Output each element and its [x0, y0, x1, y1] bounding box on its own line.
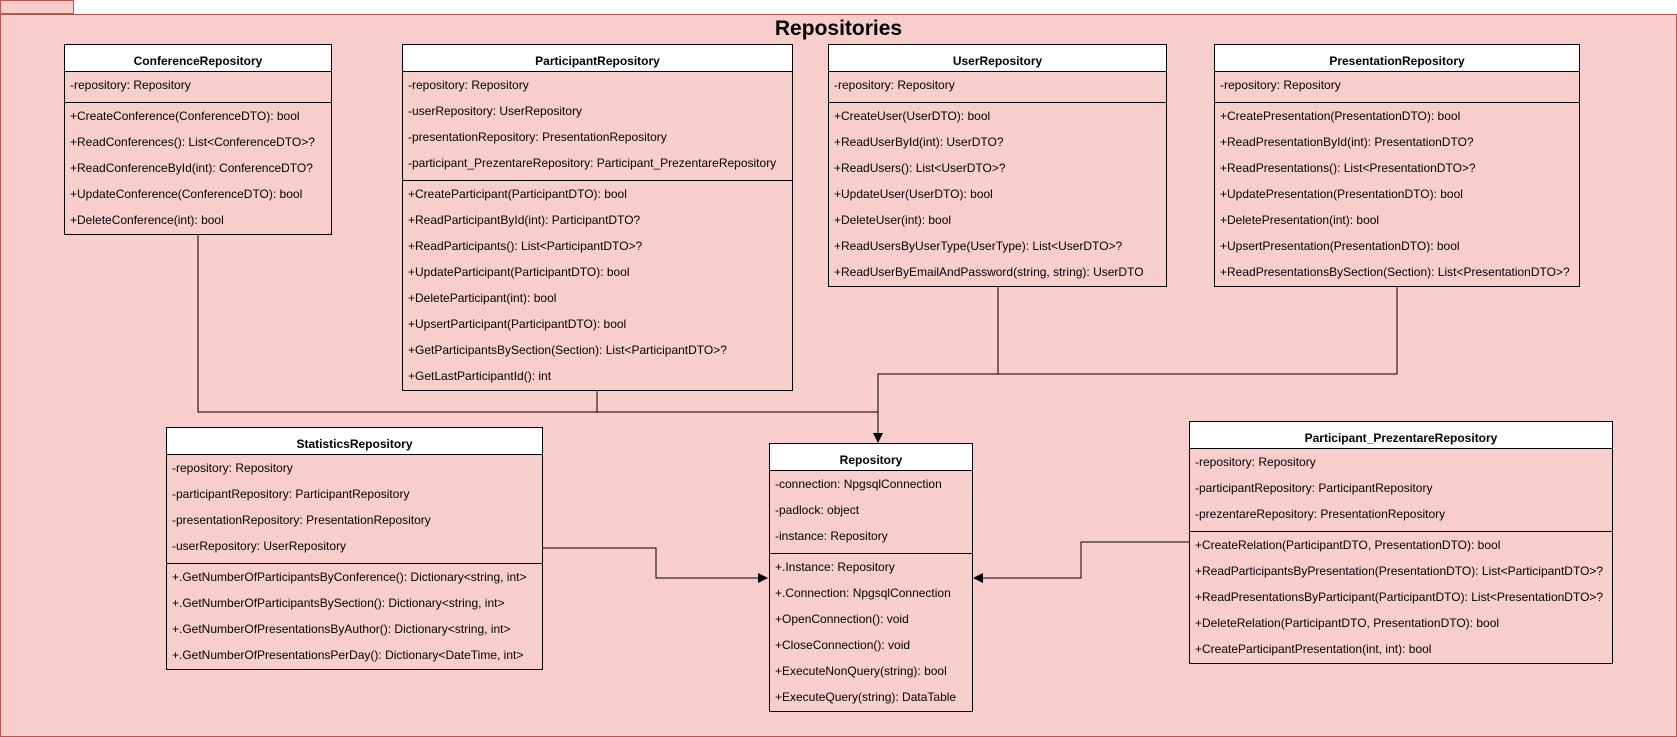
- class-repository[interactable]: Repository-connection: NpgsqlConnection-…: [769, 443, 973, 712]
- presentation-to-repository-line: [998, 286, 1398, 375]
- method-row: +DeleteUser(int): bool: [834, 213, 952, 227]
- method-row: +CloseConnection(): void: [775, 638, 911, 652]
- class-participant-prezentare-repository[interactable]: Participant_PrezentareRepository-reposit…: [1189, 421, 1613, 664]
- class-name: ConferenceRepository: [65, 45, 331, 72]
- method-row: +ReadPresentationsBySection(Section): Li…: [1220, 265, 1570, 279]
- method-row: +ReadParticipantById(int): ParticipantDT…: [408, 213, 641, 227]
- method-row: +GetParticipantsBySection(Section): List…: [408, 343, 727, 357]
- method-row: +ReadConferences(): List<ConferenceDTO>?: [70, 135, 315, 149]
- method-row: +ReadPresentationById(int): Presentation…: [1220, 135, 1474, 149]
- class-presentation-repository[interactable]: PresentationRepository -repository: Repos…: [1214, 44, 1580, 287]
- method-row: +.GetNumberOfPresentationsByAuthor(): Di…: [172, 622, 511, 636]
- method-row: +ReadUsers(): List<UserDTO>?: [834, 161, 1006, 175]
- method-row: +ExecuteQuery(string): DataTable: [775, 690, 957, 704]
- method-row: +ReadPresentationsByParticipant(Particip…: [1195, 590, 1604, 604]
- method-row: +CreateConference(ConferenceDTO): bool: [70, 109, 300, 123]
- method-row: +DeleteParticipant(int): bool: [408, 291, 557, 305]
- statistics-to-repository-line: [542, 547, 768, 583]
- attribute-row: -repository: Repository: [834, 78, 955, 92]
- methods-section: +.Instance: Repository +.Connection: Npgs…: [770, 554, 972, 711]
- attribute-row: -repository: Repository: [1220, 78, 1341, 92]
- class-name: UserRepository: [829, 45, 1166, 72]
- user-to-repository-line: [877, 286, 999, 412]
- attribute-row: -presentationRepository: PresentationRep…: [408, 130, 667, 144]
- methods-section: +CreateConference(ConferenceDTO): bool +R…: [65, 103, 331, 234]
- attribute-row: -userRepository: UserRepository: [408, 104, 583, 118]
- attributes-section: -repository: Repository: [829, 72, 1166, 103]
- attribute-row: -participant_PrezentareRepository: Parti…: [408, 156, 777, 170]
- method-row: +UpsertPresentation(PresentationDTO): bo…: [1220, 239, 1460, 253]
- method-row: +UpdateConference(ConferenceDTO): bool: [70, 187, 303, 201]
- method-row: +.GetNumberOfParticipantsBySection(): Di…: [172, 596, 505, 610]
- attribute-row: -repository: Repository: [70, 78, 191, 92]
- method-row: +DeletePresentation(int): bool: [1220, 213, 1380, 227]
- participant-prezentare-to-repository-line: [973, 541, 1189, 583]
- attribute-row: -userRepository: UserRepository: [172, 539, 347, 553]
- method-row: +.GetNumberOfParticipantsByConference():…: [172, 570, 527, 584]
- class-name: StatisticsRepository: [167, 428, 542, 455]
- method-row: +UpsertParticipant(ParticipantDTO): bool: [408, 317, 627, 331]
- attributes-section: -repository: Repository: [65, 72, 331, 103]
- attribute-row: -presentationRepository: PresentationRep…: [172, 513, 431, 527]
- attributes-section: -repository: Repository -participantRepos…: [167, 455, 542, 564]
- attribute-row: -prezentareRepository: PresentationRepos…: [1195, 507, 1446, 521]
- method-row: +ReadPresentations(): List<PresentationD…: [1220, 161, 1476, 175]
- class-participant-repository[interactable]: ParticipantRepository-repository: Reposi…: [402, 44, 793, 391]
- method-row: +CreateParticipantPresentation(int, int)…: [1195, 642, 1432, 656]
- method-row: +ReadParticipants(): List<ParticipantDTO…: [408, 239, 643, 253]
- method-row: +ExecuteNonQuery(string): bool: [775, 664, 947, 678]
- method-row: +UpdatePresentation(PresentationDTO): bo…: [1220, 187, 1463, 201]
- method-row: +CreateRelation(ParticipantDTO, Presenta…: [1195, 538, 1501, 552]
- method-row: +CreateUser(UserDTO): bool: [834, 109, 991, 123]
- methods-section: +.GetNumberOfParticipantsByConference():…: [167, 564, 542, 669]
- method-row: +GetLastParticipantId(): int: [408, 369, 552, 383]
- attributes-section: -repository: Repository: [1215, 72, 1579, 103]
- methods-section: +CreatePresentation(PresentationDTO): bo…: [1215, 103, 1579, 286]
- method-row: +UpdateUser(UserDTO): bool: [834, 187, 993, 201]
- method-row: +ReadUserByEmailAndPassword(string, stri…: [834, 265, 1144, 279]
- method-row: +UpdateParticipant(ParticipantDTO): bool: [408, 265, 630, 279]
- attribute-row: -repository: Repository: [172, 461, 293, 475]
- package-tab: [0, 0, 74, 14]
- method-row: +ReadParticipantsByPresentation(Presenta…: [1195, 564, 1604, 578]
- package-title: Repositories: [774, 17, 903, 40]
- attribute-row: -connection: NpgsqlConnection: [775, 477, 942, 491]
- method-row: +.GetNumberOfPresentationsPerDay(): Dict…: [172, 648, 524, 662]
- class-user-repository[interactable]: UserRepository -repository: Repository +Cr…: [828, 44, 1167, 287]
- methods-section: +CreateParticipant(ParticipantDTO): bool…: [403, 181, 792, 390]
- attribute-row: -repository: Repository: [1195, 455, 1316, 469]
- conference-to-repository-line: [197, 235, 883, 443]
- attribute-row: -participantRepository: ParticipantRepos…: [1195, 481, 1433, 495]
- attributes-section: -repository: Repository -participantRepos…: [1190, 449, 1612, 532]
- attributes-section: -repository: Repository -userRepository: …: [403, 72, 792, 181]
- method-row: +CreatePresentation(PresentationDTO): bo…: [1220, 109, 1461, 123]
- method-row: +.Connection: NpgsqlConnection: [775, 586, 951, 600]
- method-row: +ReadConferenceById(int): ConferenceDTO?: [70, 161, 313, 175]
- class-name: Participant_PrezentareRepository: [1190, 422, 1612, 449]
- method-row: +ReadUsersByUserType(UserType): List<Use…: [834, 239, 1123, 253]
- class-name: PresentationRepository: [1215, 45, 1579, 72]
- methods-section: +CreateRelation(ParticipantDTO, Presenta…: [1190, 532, 1612, 663]
- attribute-row: -participantRepository: ParticipantRepos…: [172, 487, 410, 501]
- method-row: +.Instance: Repository: [775, 560, 895, 574]
- class-conference-repository[interactable]: ConferenceRepository -repository: Reposit…: [64, 44, 332, 235]
- attribute-row: -instance: Repository: [775, 529, 888, 543]
- class-name: Repository: [770, 444, 972, 471]
- method-row: +OpenConnection(): void: [775, 612, 909, 626]
- method-row: +DeleteRelation(ParticipantDTO, Presenta…: [1195, 616, 1500, 630]
- attribute-row: -repository: Repository: [408, 78, 529, 92]
- method-row: +CreateParticipant(ParticipantDTO): bool: [408, 187, 627, 201]
- method-row: +DeleteConference(int): bool: [70, 213, 224, 227]
- class-statistics-repository[interactable]: StatisticsRepository-repository: Reposit…: [166, 427, 543, 670]
- attribute-row: -padlock: object: [775, 503, 860, 517]
- methods-section: +CreateUser(UserDTO): bool +ReadUserById(…: [829, 103, 1166, 286]
- class-name: ParticipantRepository: [403, 45, 792, 72]
- method-row: +ReadUserById(int): UserDTO?: [834, 135, 1004, 149]
- attributes-section: -connection: NpgsqlConnection -padlock: o…: [770, 471, 972, 554]
